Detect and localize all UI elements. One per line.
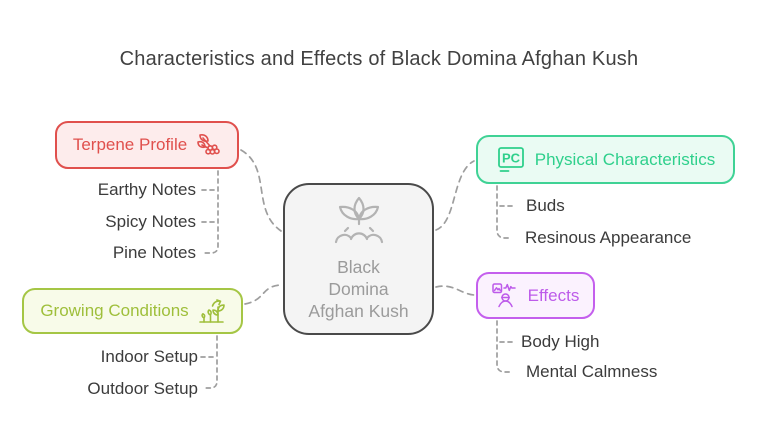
connector-growing-center (244, 284, 282, 305)
node-effects-label: Effects (527, 285, 580, 305)
child-spicy-notes: Spicy Notes (105, 212, 196, 231)
berries-icon (196, 133, 221, 157)
node-growing-conditions[interactable]: Growing Conditions (22, 288, 243, 334)
center-line-2: Domina (328, 279, 389, 299)
node-effects[interactable]: Effects (476, 272, 595, 319)
pc-monogram-text: PC (502, 151, 521, 166)
connector-growing-children (202, 335, 218, 389)
center-line-3: Afghan Kush (308, 301, 409, 321)
connector-center-physical (435, 160, 475, 231)
plant-growth-icon (198, 298, 225, 324)
child-buds: Buds (526, 196, 565, 215)
center-node-black-domina-afghan-kush[interactable]: Black Domina Afghan Kush (283, 183, 434, 335)
pc-monogram-icon: PC (496, 146, 526, 173)
child-mental-calmness: Mental Calmness (526, 362, 658, 381)
child-resinous-appearance: Resinous Appearance (525, 228, 692, 247)
center-node-label: Black Domina Afghan Kush (308, 256, 408, 322)
child-indoor-setup: Indoor Setup (100, 347, 198, 366)
connector-effects-children (496, 320, 512, 373)
child-pine-notes: Pine Notes (112, 243, 196, 262)
node-physical-characteristics[interactable]: PC Physical Characteristics (476, 135, 735, 184)
connector-physical-children (496, 185, 513, 239)
node-physical-label: Physical Characteristics (534, 149, 716, 169)
child-body-high: Body High (521, 332, 600, 351)
connector-terpene-center (240, 149, 282, 232)
node-terpene-label: Terpene Profile (72, 135, 188, 154)
connector-terpene-children (203, 170, 219, 254)
center-line-1: Black (337, 257, 380, 277)
page-title: Characteristics and Effects of Black Dom… (119, 48, 639, 70)
seedling-icon (328, 195, 390, 254)
connector-center-effects (435, 285, 475, 296)
node-growing-label: Growing Conditions (40, 301, 189, 320)
child-earthy-notes: Earthy Notes (97, 180, 196, 199)
child-outdoor-setup: Outdoor Setup (87, 379, 198, 398)
node-terpene-profile[interactable]: Terpene Profile (55, 121, 239, 169)
person-pulse-icon (491, 283, 519, 308)
